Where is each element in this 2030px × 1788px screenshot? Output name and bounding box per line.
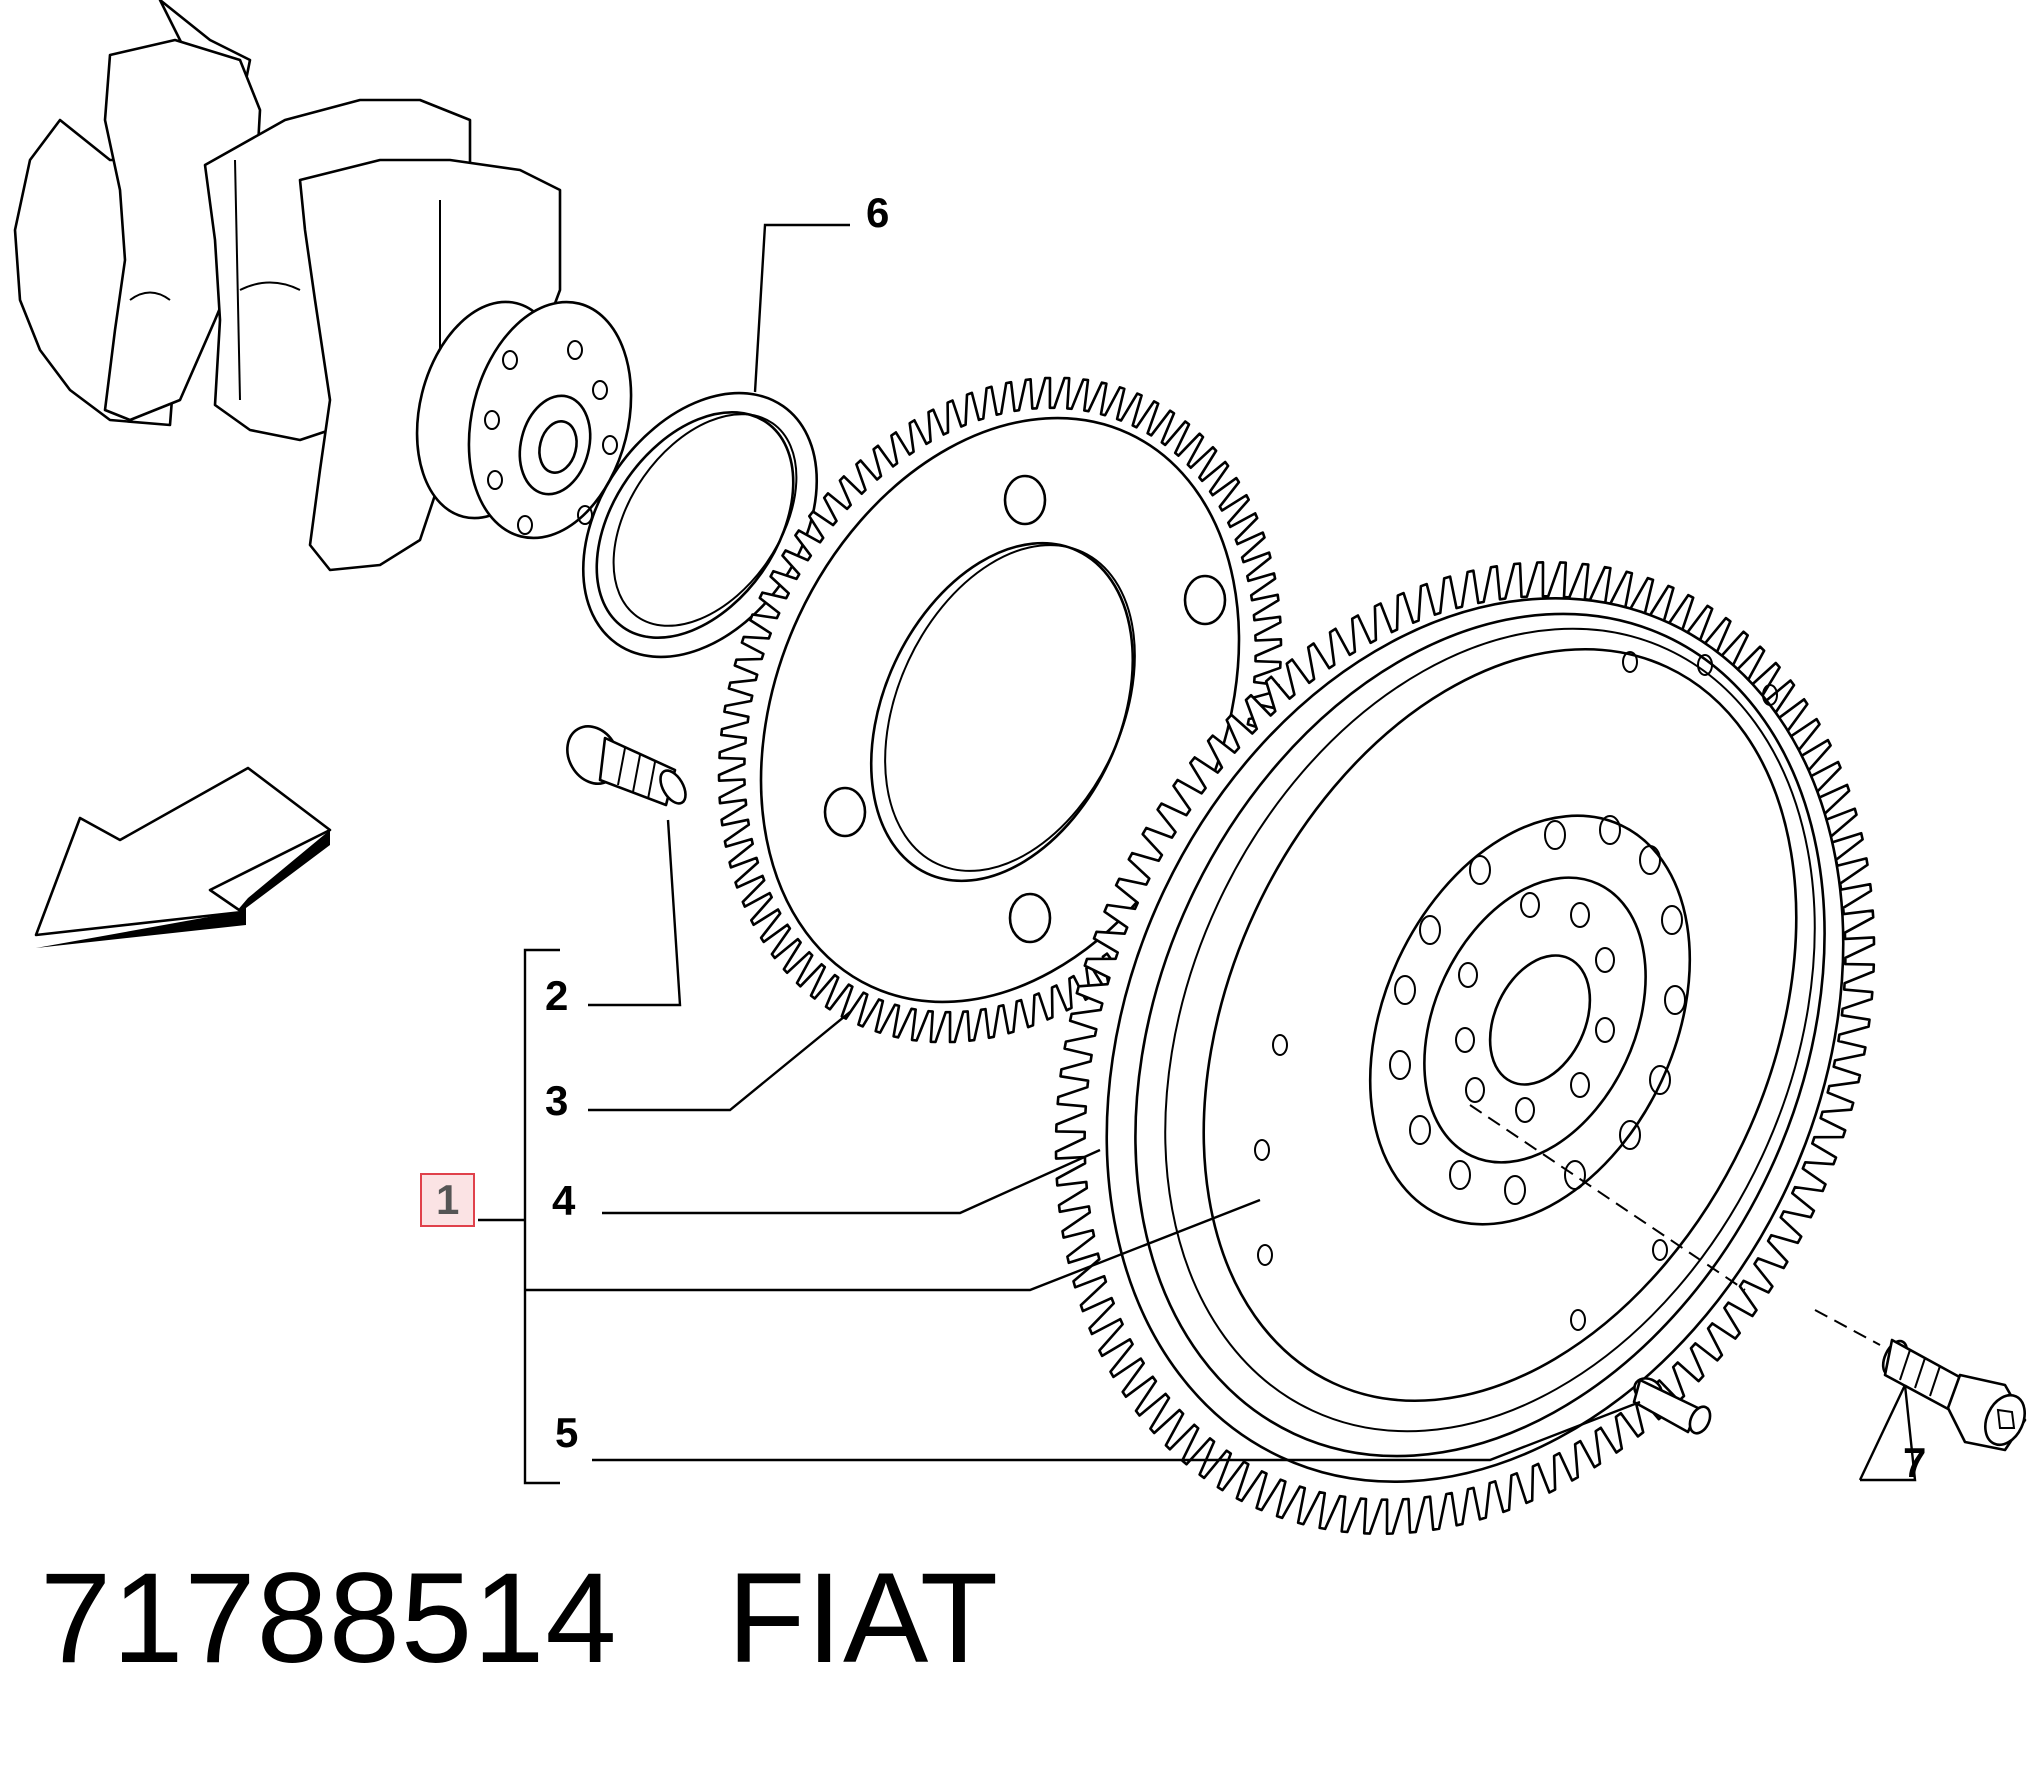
part-number: 71788514 [40, 1547, 618, 1690]
callout-2: 2 [545, 972, 569, 1019]
crankshaft [13, 0, 633, 572]
callout-3: 3 [545, 1077, 569, 1124]
ring-gear [717, 376, 1283, 1044]
flywheel [1054, 561, 1881, 1535]
part-caption: 71788514 FIAT [40, 1555, 999, 1683]
callout-7: 7 [1903, 1439, 1927, 1486]
bolt-2 [566, 725, 687, 807]
bolt-7 [1881, 1338, 2027, 1452]
brand-name: FIAT [727, 1547, 999, 1690]
callout-5: 5 [555, 1409, 579, 1456]
callout-4: 4 [552, 1177, 576, 1224]
leader-lines [478, 223, 1917, 1485]
dowel-pin [1632, 1377, 1712, 1435]
callout-1-highlighted: 1 [420, 1173, 476, 1227]
callout-6: 6 [866, 189, 890, 236]
direction-arrow [34, 766, 332, 948]
